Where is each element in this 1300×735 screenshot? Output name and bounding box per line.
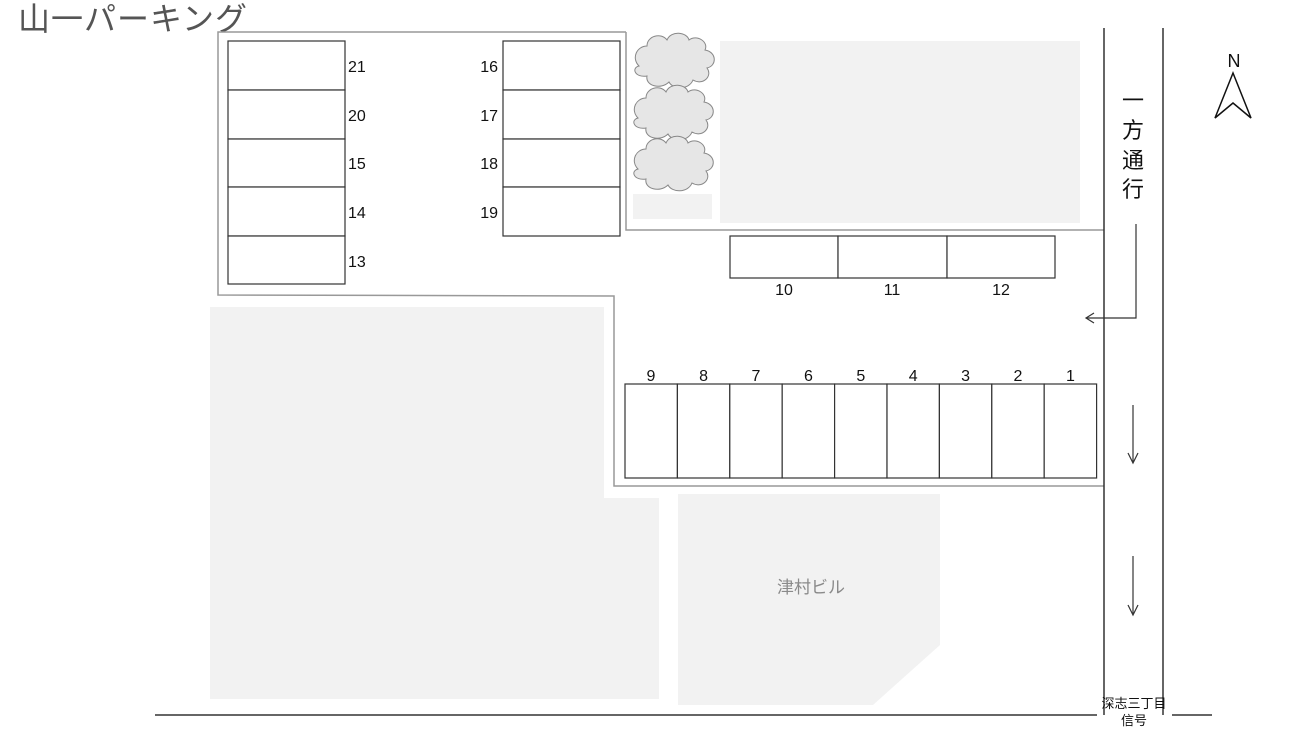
lot-boundary-upper	[625, 32, 1104, 231]
space-2: 2	[991, 368, 1045, 479]
space-21: 21	[227, 40, 366, 91]
space-14: 14	[227, 186, 366, 237]
space-label: 19	[480, 205, 498, 222]
signal-label: 信号	[1121, 714, 1147, 729]
north-label: N	[1228, 51, 1241, 71]
entrance-arrow-icon	[1084, 224, 1137, 324]
space-11: 11	[837, 235, 948, 299]
building-southwest	[210, 307, 659, 699]
space-15: 15	[227, 138, 366, 188]
building-northeast	[720, 41, 1080, 223]
lot-boundary-outer	[217, 31, 1104, 487]
space-7: 7	[729, 368, 783, 479]
space-label: 7	[752, 368, 761, 385]
space-label: 3	[961, 368, 970, 385]
space-4: 4	[886, 368, 941, 479]
signal-label: 深志三丁目	[1101, 697, 1166, 712]
space-label: 13	[348, 254, 366, 271]
one-way-char: 行	[1122, 178, 1144, 203]
space-label: 14	[348, 205, 366, 222]
tree-icon	[634, 32, 715, 89]
space-10: 10	[729, 235, 839, 299]
space-label: 8	[699, 368, 708, 385]
space-13: 13	[227, 235, 366, 285]
space-18: 18	[480, 138, 621, 188]
one-way-char: 方	[1122, 119, 1144, 144]
space-label: 5	[856, 368, 865, 385]
space-1: 1	[1043, 368, 1098, 479]
space-16: 16	[480, 40, 621, 91]
space-label: 21	[348, 59, 366, 76]
space-label: 6	[804, 368, 813, 385]
down-arrow-icon	[1127, 405, 1139, 465]
space-label: 17	[480, 108, 498, 125]
map-title: 山一パーキング	[18, 0, 249, 38]
space-label: 10	[775, 282, 793, 299]
space-3: 3	[938, 368, 993, 479]
space-label: 16	[480, 59, 498, 76]
planter-block	[633, 194, 712, 219]
space-label: 15	[348, 156, 366, 173]
one-way-char: 一	[1122, 89, 1144, 114]
down-arrow-icon	[1127, 556, 1139, 617]
space-label: 1	[1066, 368, 1075, 385]
space-8: 8	[676, 368, 731, 479]
one-way-char: 通	[1122, 149, 1144, 174]
space-12: 12	[946, 235, 1056, 299]
space-6: 6	[781, 368, 836, 479]
space-label: 18	[480, 156, 498, 173]
tsumura-building	[678, 494, 940, 705]
building-label: 津村ビル	[777, 578, 845, 598]
north-arrow-icon: N	[1214, 51, 1252, 119]
space-19: 19	[480, 186, 621, 237]
space-label: 12	[992, 282, 1010, 299]
space-9: 9	[624, 368, 679, 479]
space-label: 9	[647, 368, 656, 385]
space-label: 20	[348, 108, 366, 125]
tree-icon	[633, 135, 714, 192]
space-label: 11	[884, 282, 901, 299]
space-label: 2	[1014, 368, 1023, 385]
space-label: 4	[909, 368, 918, 385]
space-17: 17	[480, 89, 621, 140]
space-5: 5	[833, 368, 888, 479]
space-20: 20	[227, 89, 366, 140]
tree-icon	[633, 84, 714, 141]
